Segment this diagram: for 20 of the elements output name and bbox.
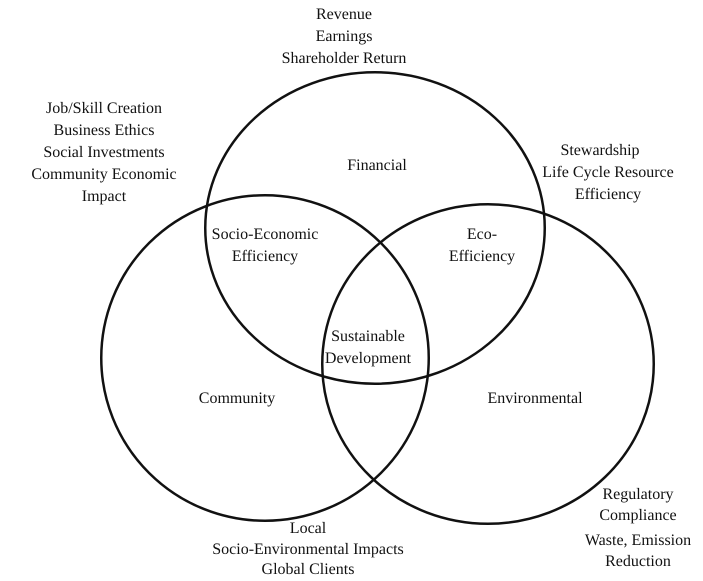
indicator-text: Regulatory Compliance xyxy=(598,485,678,526)
indicator-text: Waste, Emission Reduction xyxy=(584,531,692,572)
region-label: Socio-Economic Efficiency xyxy=(210,225,320,267)
circle-label: Community xyxy=(198,389,276,409)
indicator-text: Earnings xyxy=(316,27,372,47)
indicator-text: Business Ethics xyxy=(54,121,154,141)
indicator-text: Stewardship xyxy=(560,141,640,161)
indicator-text: Life Cycle Resource Efficiency xyxy=(541,163,675,205)
circle-label: Financial xyxy=(347,156,407,176)
region-label: Eco-Efficiency xyxy=(448,225,516,267)
indicator-text: Shareholder Return xyxy=(282,49,406,69)
circle-label: Environmental xyxy=(487,389,583,409)
indicator-text: Local xyxy=(290,519,326,539)
region-label: Sustainable Development xyxy=(324,327,412,369)
indicator-text: Socio-Environmental Impacts xyxy=(212,540,404,560)
indicator-text: Job/Skill Creation xyxy=(46,99,162,119)
indicator-text: Social Investments xyxy=(43,143,165,163)
indicator-text: Community Economic Impact xyxy=(30,165,178,207)
indicator-text: Global Clients xyxy=(262,560,354,580)
indicator-text: Revenue xyxy=(316,5,372,25)
